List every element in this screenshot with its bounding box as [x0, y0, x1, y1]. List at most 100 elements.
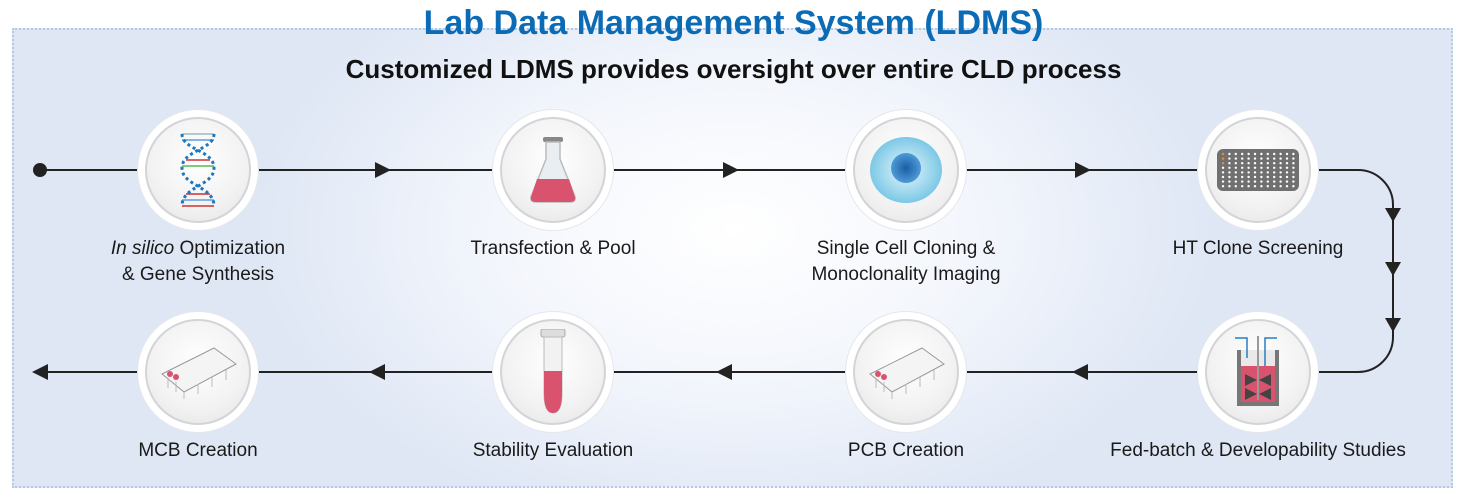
- well-dot: [1247, 166, 1250, 169]
- well-dot: [1241, 175, 1244, 179]
- well-dot: [1279, 162, 1282, 165]
- flask-icon: [530, 137, 576, 203]
- arrow-down-icon: [1385, 318, 1401, 332]
- well-dot: [1234, 185, 1237, 188]
- well-dot: [1273, 180, 1276, 183]
- well-dot: [1221, 180, 1225, 183]
- well-dot: [1221, 175, 1225, 179]
- well-dot: [1221, 157, 1225, 160]
- bioreactor-icon: [1235, 336, 1279, 406]
- well-dot: [1228, 180, 1231, 183]
- well-dot: [1266, 157, 1269, 160]
- step-node-gene-synthesis: [138, 110, 258, 230]
- well-dot: [1241, 162, 1244, 165]
- well-dot: [1260, 166, 1263, 169]
- well-dot: [1234, 166, 1237, 169]
- step-node-ht-clone-screening: [1198, 110, 1318, 230]
- step-label-stability-evaluation: Stability Evaluation: [472, 440, 634, 461]
- well-dot: [1241, 171, 1244, 174]
- step-label-gene-synthesis: In silico Optimization & Gene Synthesis: [28, 236, 368, 288]
- step-node-mcb-creation: [138, 312, 258, 432]
- well-dot: [1228, 175, 1231, 179]
- dna-icon: [180, 133, 216, 207]
- well-dot: [1253, 152, 1257, 156]
- well-dot: [1228, 166, 1231, 169]
- well-dot: [1279, 157, 1282, 160]
- arrow-left-icon: [716, 364, 732, 380]
- well-dot: [1260, 180, 1263, 183]
- arrow-right-icon: [375, 162, 391, 178]
- well-dot: [1253, 180, 1257, 183]
- well-dot: [1273, 162, 1276, 165]
- well-dot: [1292, 166, 1295, 169]
- well-dot: [1279, 152, 1282, 156]
- tube-rack-icon: [161, 347, 237, 399]
- well-dot: [1260, 152, 1263, 156]
- well-dot: [1228, 157, 1231, 160]
- well-plate-icon: [1217, 149, 1299, 191]
- well-dot: [1273, 175, 1276, 179]
- well-dot: [1234, 162, 1237, 165]
- arrow-right-icon: [723, 162, 739, 178]
- well-dot: [1285, 157, 1289, 160]
- well-dot: [1266, 152, 1269, 156]
- well-dot: [1234, 180, 1237, 183]
- well-dot: [1260, 175, 1263, 179]
- page-title: Lab Data Management System (LDMS): [423, 4, 1044, 42]
- step-label-italic: In silico: [110, 238, 175, 259]
- well-dot: [1279, 180, 1282, 183]
- well-dot: [1241, 152, 1244, 156]
- start-dot: [33, 163, 47, 177]
- well-dot: [1292, 157, 1295, 160]
- step-node-single-cell-cloning: [846, 110, 966, 230]
- well-dot: [1247, 180, 1250, 183]
- well-dot: [1279, 185, 1282, 188]
- well-dot: [1273, 171, 1276, 174]
- step-node-pcb-creation: [846, 312, 966, 432]
- well-dot: [1285, 162, 1289, 165]
- well-dot: [1292, 175, 1295, 179]
- well-dot: [1279, 166, 1282, 169]
- step-node-fed-batch: [1198, 312, 1318, 432]
- well-dot: [1292, 152, 1295, 156]
- step-label-transfection: Transfection & Pool: [470, 238, 636, 259]
- test-tube-icon: [540, 329, 566, 414]
- well-dot: [1234, 171, 1237, 174]
- well-dot: [1292, 180, 1295, 183]
- step-label-line1: Single Cell Cloning &: [816, 238, 996, 259]
- step-label-text: Optimization: [174, 238, 286, 259]
- well-dot: [1234, 175, 1237, 179]
- well-dot: [1247, 152, 1250, 156]
- well-dot: [1285, 180, 1289, 183]
- well-dot: [1273, 185, 1276, 188]
- well-dot: [1292, 162, 1295, 165]
- step-label-line2: & Gene Synthesis: [121, 264, 275, 285]
- tube-rack-icon: [869, 347, 945, 399]
- well-dot: [1241, 180, 1244, 183]
- well-dot: [1247, 185, 1250, 188]
- well-dot: [1273, 157, 1276, 160]
- well-dot: [1273, 166, 1276, 169]
- well-dot: [1221, 152, 1225, 156]
- well-dot: [1221, 185, 1225, 188]
- well-dot: [1279, 171, 1282, 174]
- well-dot: [1234, 157, 1237, 160]
- well-dot: [1253, 157, 1257, 160]
- well-dot: [1253, 171, 1257, 174]
- well-dot: [1285, 185, 1289, 188]
- step-label-pcb-creation: PCB Creation: [847, 440, 965, 461]
- well-dot: [1260, 171, 1263, 174]
- step-label-mcb-creation: MCB Creation: [138, 440, 258, 461]
- step-label-single-cell-cloning: Single Cell Cloning & Monoclonality Imag…: [736, 236, 1076, 288]
- well-dot: [1247, 171, 1250, 174]
- cell-icon: [870, 137, 942, 203]
- arrow-down-icon: [1385, 208, 1401, 222]
- step-node-stability-evaluation: [493, 312, 613, 432]
- well-dot: [1285, 171, 1289, 174]
- well-dot: [1285, 166, 1289, 169]
- well-dot: [1247, 175, 1250, 179]
- well-dot: [1266, 175, 1269, 179]
- well-dot: [1228, 185, 1231, 188]
